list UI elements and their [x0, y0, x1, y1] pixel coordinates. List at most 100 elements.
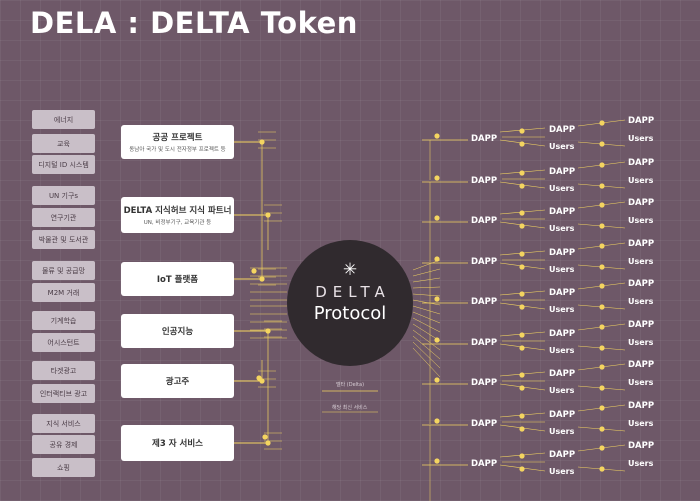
category-box-5: 광고주: [121, 364, 234, 398]
node-dot: [434, 337, 440, 343]
dapp-label: DAPP: [471, 378, 498, 388]
sparkle-icon: ✳: [342, 260, 358, 280]
node-dot: [599, 364, 605, 370]
category-title: 제3 자 서비스: [152, 439, 203, 449]
dapp-sub-label: DAPP: [549, 450, 576, 460]
node-dot: [599, 426, 605, 432]
dapp-sub-label: DAPP: [628, 239, 655, 249]
protocol-label: Protocol: [313, 303, 387, 324]
tag-4: UN 기구s: [32, 186, 95, 205]
wire: [412, 293, 441, 297]
node-dot: [599, 345, 605, 351]
category-title: 인공지능: [161, 327, 194, 337]
tag-10: 어시스턴트: [32, 333, 95, 352]
wire: [412, 329, 441, 351]
node-dot: [519, 223, 525, 229]
node-dot: [599, 405, 605, 411]
dapp-label: DAPP: [471, 176, 498, 186]
node-dot: [599, 385, 605, 391]
wire: [412, 311, 441, 324]
users-label: Users: [628, 419, 654, 428]
node-dot: [599, 466, 605, 472]
users-label: Users: [549, 142, 575, 151]
node-dot: [519, 291, 525, 297]
tag-15: 쇼핑: [32, 458, 95, 477]
dapp-label: DAPP: [471, 216, 498, 226]
wire: [412, 286, 441, 289]
users-label: Users: [549, 427, 575, 436]
node-dot: [519, 304, 525, 310]
node-dot: [519, 264, 525, 270]
node-dot: [599, 283, 605, 289]
node-dot: [599, 202, 605, 208]
dapp-label: DAPP: [471, 419, 498, 429]
dapp-sub-label: DAPP: [549, 329, 576, 339]
users-label: Users: [549, 386, 575, 395]
node-dot: [434, 256, 440, 262]
node-dot: [434, 458, 440, 464]
wire: [412, 335, 441, 360]
dapp-label: DAPP: [471, 459, 498, 469]
node-dot: [599, 162, 605, 168]
node-dot: [434, 175, 440, 181]
tag-12: 인터랙티브 광고: [32, 384, 95, 403]
category-title: DELTA 지식허브 지식 파트너: [123, 206, 232, 216]
node-dot: [599, 324, 605, 330]
tag-14: 공유 경제: [32, 435, 95, 454]
tag-5: 연구기관: [32, 208, 95, 227]
category-title: 광고주: [165, 377, 190, 387]
delta-protocol-circle: ✳ DELTA Protocol: [287, 240, 413, 366]
delta-logo: DELTA: [315, 283, 391, 301]
node-dot: [519, 466, 525, 472]
node-dot: [519, 141, 525, 147]
tag-8: M2M 거래: [32, 283, 95, 302]
dapp-sub-label: DAPP: [549, 288, 576, 298]
dapp-sub-label: DAPP: [549, 248, 576, 258]
dapp-sub-label: DAPP: [628, 441, 655, 451]
dapp-sub-label: DAPP: [628, 116, 655, 126]
node-dot: [519, 385, 525, 391]
dapp-sub-label: DAPP: [628, 360, 655, 370]
node-dot: [599, 243, 605, 249]
category-subtitle: 동남아 국가 및 도시 전자정부 프로젝트 등: [129, 147, 226, 153]
dapp-sub-label: DAPP: [549, 207, 576, 217]
tag-3: 디지털 ID 시스템: [32, 155, 95, 174]
dapp-sub-label: DAPP: [549, 410, 576, 420]
users-label: Users: [628, 176, 654, 185]
category-box-4: 인공지능: [121, 314, 234, 348]
dapp-sub-label: DAPP: [628, 279, 655, 289]
tag-7: 물류 및 공급망: [32, 261, 95, 280]
node-dot: [519, 453, 525, 459]
category-box-3: IoT 플랫폼: [121, 262, 234, 296]
users-label: Users: [628, 134, 654, 143]
node-dot: [519, 210, 525, 216]
wire: [412, 299, 441, 306]
legend-service-label: 해당 최신 서비스: [332, 405, 368, 411]
node-dot: [519, 413, 525, 419]
node-dot: [519, 251, 525, 257]
category-title: 공공 프로젝트: [152, 133, 203, 143]
dapp-sub-label: DAPP: [628, 401, 655, 411]
tag-13: 지식 서비스: [32, 414, 95, 433]
dapp-label: DAPP: [471, 134, 498, 144]
wire: [412, 259, 441, 271]
dapp-sub-label: DAPP: [628, 158, 655, 168]
wire: [412, 317, 441, 333]
wire: [412, 268, 441, 277]
tag-1: 에너지: [32, 110, 95, 129]
node-dot: [599, 304, 605, 310]
node-dot: [434, 377, 440, 383]
page-title: DELA : DELTA Token: [30, 6, 358, 40]
dapp-sub-label: DAPP: [549, 125, 576, 135]
category-subtitle: UN, 비정부기구, 교육기관 등: [143, 220, 212, 226]
node-dot: [519, 426, 525, 432]
node-dot: [599, 264, 605, 270]
category-box-2: DELTA 지식허브 지식 파트너 UN, 비정부기구, 교육기관 등: [121, 197, 234, 233]
users-label: Users: [549, 265, 575, 274]
dapp-label: DAPP: [471, 297, 498, 307]
dapp-sub-label: DAPP: [549, 369, 576, 379]
dapp-sub-label: DAPP: [549, 167, 576, 177]
node-dot: [251, 268, 257, 274]
dapp-label: DAPP: [471, 257, 498, 267]
